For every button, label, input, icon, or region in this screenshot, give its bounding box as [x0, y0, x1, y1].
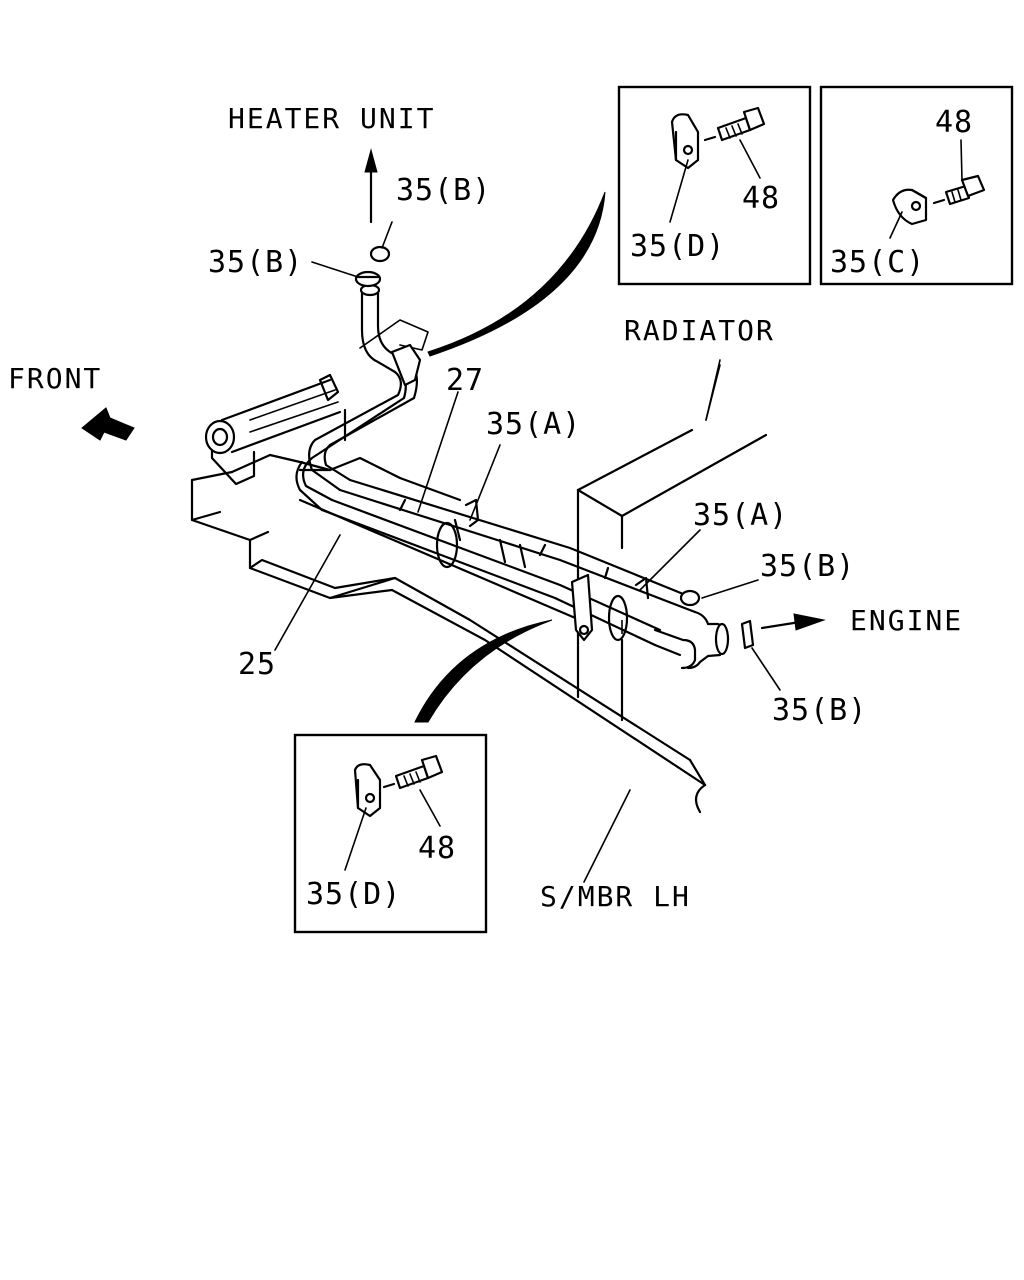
clamp-35a-right	[607, 576, 650, 642]
inset-top-right-part-label: 35(C)	[830, 245, 925, 280]
connector-swoosh-bottom	[414, 619, 553, 723]
inset-box-top-right	[819, 85, 1014, 286]
inset-box-top-left	[617, 85, 812, 286]
clamp-35b-engine-bottom	[740, 619, 755, 650]
clip-35c-icon	[891, 188, 928, 226]
hose-clamp-upper	[390, 343, 422, 387]
callout-35b-engine-top: 35(B)	[760, 549, 855, 584]
callout-35a-right: 35(A)	[693, 498, 788, 533]
front-label: FRONT	[8, 362, 102, 395]
callout-35b-top: 35(B)	[396, 173, 491, 208]
bolt-48-icon	[703, 106, 766, 142]
callout-35a-mid: 35(A)	[486, 407, 581, 442]
inset-top-right-bolt-label: 48	[935, 105, 973, 140]
clamp-35b-heater-top	[369, 245, 391, 263]
bolt-48-icon	[382, 754, 444, 790]
engine-label: ENGINE	[850, 604, 963, 637]
radiator-label: RADIATOR	[624, 314, 775, 347]
inset-box-bottom	[293, 733, 488, 934]
clamp-35a-mid	[435, 498, 480, 569]
engine-arrow	[760, 613, 826, 631]
clip-35d-icon	[670, 113, 700, 170]
callout-35b-left: 35(B)	[208, 245, 303, 280]
front-arrow	[81, 407, 135, 441]
hose-25	[295, 358, 730, 670]
callout-35b-engine-bottom: 35(B)	[772, 693, 867, 728]
hose-27	[308, 283, 700, 614]
s-mbr-lh-label: S/MBR LH	[540, 880, 691, 913]
inset-bottom-bolt-label: 48	[418, 831, 456, 866]
inset-top-left-part-label: 35(D)	[630, 229, 725, 264]
heater-unit-arrow	[364, 148, 378, 224]
connector-swoosh-top	[427, 191, 606, 357]
leader-lines	[274, 221, 781, 883]
inset-bottom-part-label: 35(D)	[306, 877, 401, 912]
clip-35d-icon	[353, 763, 382, 818]
heater-unit-label: HEATER UNIT	[228, 102, 435, 135]
clamp-35b-engine-top	[679, 589, 701, 607]
radiator	[576, 359, 768, 722]
callout-25: 25	[238, 647, 276, 682]
clamp-35b-heater-left	[354, 270, 382, 288]
bolt-48-icon	[932, 174, 986, 206]
inset-top-left-bolt-label: 48	[742, 181, 780, 216]
clip-35d-radiator	[570, 573, 594, 642]
callout-27: 27	[446, 363, 484, 398]
